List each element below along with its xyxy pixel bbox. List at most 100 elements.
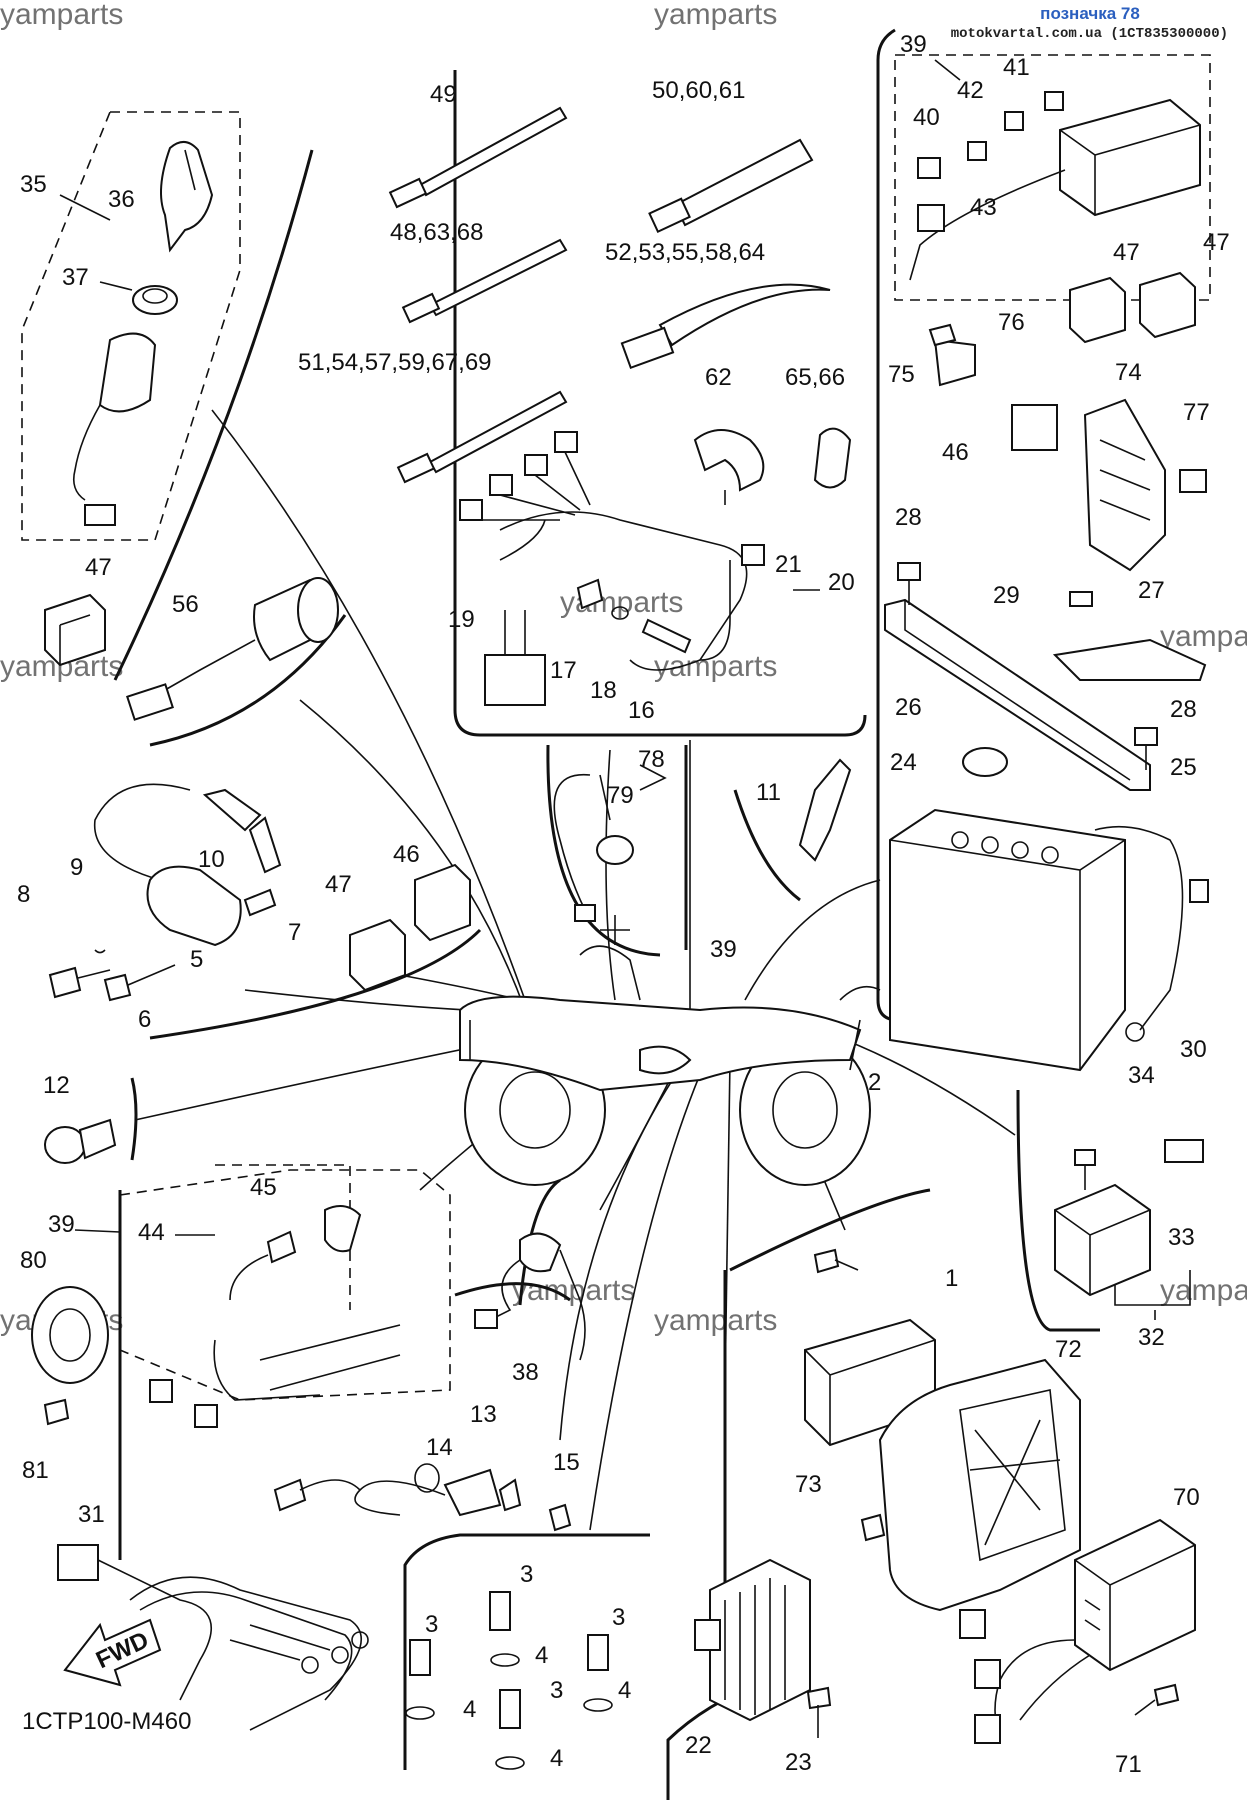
relay-left — [44, 593, 106, 667]
callout-label: 20 — [828, 569, 855, 596]
callout-label: 39 — [48, 1211, 75, 1238]
harness-box-group — [894, 54, 1211, 301]
callout-label: 41 — [1003, 54, 1030, 81]
callout-label: 4 — [618, 1677, 631, 1704]
callout-label: 38 — [512, 1359, 539, 1386]
callout-label: 47 — [325, 871, 352, 898]
callout-label: 81 — [22, 1457, 49, 1484]
callout-label: 10 — [198, 846, 225, 873]
callout-label: 19 — [448, 606, 475, 633]
ignition-switch-group — [21, 111, 241, 541]
callout-label: 77 — [1183, 399, 1210, 426]
rectifier-22 — [694, 1558, 832, 1738]
callout-label: 34 — [1128, 1062, 1155, 1089]
callout-label: 27 — [1138, 577, 1165, 604]
callout-numbers: 1 2 3 3 3 3 3 4 4 4 4 5 6 7 8 9 10 11 12… — [17, 31, 1230, 1778]
callout-label: 51,54,57,59,67,69 — [298, 349, 492, 376]
watermark: yamparts — [0, 0, 123, 31]
callout-label: 52,53,55,58,64 — [605, 239, 765, 266]
callout-label: 36 — [108, 186, 135, 213]
callout-label: 15 — [553, 1449, 580, 1476]
callout-label: 25 — [1170, 754, 1197, 781]
callout-label: 18 — [590, 677, 617, 704]
callout-label: 26 — [895, 694, 922, 721]
relays-right — [1069, 271, 1196, 344]
callout-label: 9 — [70, 854, 83, 881]
callout-label: 78 — [638, 746, 665, 773]
callout-label: 17 — [550, 657, 577, 684]
callout-label: 39 — [900, 31, 927, 58]
bolts-3-4 — [405, 1591, 613, 1770]
callout-label: 45 — [250, 1174, 277, 1201]
sensor-13 — [354, 1463, 572, 1532]
horn-80 — [31, 1286, 109, 1426]
callout-label: 76 — [998, 309, 1025, 336]
callout-label: 56 — [172, 591, 199, 618]
callout-label: 74 — [1115, 359, 1142, 386]
ecu-group — [804, 1248, 1081, 1612]
diagram-code: 1CTP100-M460 — [22, 1708, 192, 1735]
watermark: yamparts — [654, 650, 777, 683]
callout-label: 4 — [535, 1642, 548, 1669]
callout-label: 24 — [890, 749, 917, 776]
sub-harness-group — [119, 1164, 451, 1428]
callout-label: 47 — [85, 554, 112, 581]
callout-label: 32 — [1138, 1324, 1165, 1351]
callout-label: 39 — [710, 936, 737, 963]
fwd-arrow: FWD — [63, 1618, 162, 1687]
callout-label: 5 — [190, 946, 203, 973]
callout-label: 49 — [430, 81, 457, 108]
callout-label: 47 — [1113, 239, 1140, 266]
battery-group — [884, 562, 1209, 1072]
callout-label: 12 — [43, 1072, 70, 1099]
callout-label: 42 — [957, 77, 984, 104]
relays-middle — [349, 863, 471, 992]
callout-leaders — [59, 59, 1156, 1320]
callout-label: 3 — [612, 1604, 625, 1631]
callout-label: 23 — [785, 1749, 812, 1776]
callout-label: 46 — [942, 439, 969, 466]
callout-label: 28 — [1170, 696, 1197, 723]
callout-label: 22 — [685, 1732, 712, 1759]
callout-label: 73 — [795, 1471, 822, 1498]
callout-label: 43 — [970, 194, 997, 221]
callout-label: 31 — [78, 1501, 105, 1528]
watermark: yamparts — [654, 0, 777, 31]
callout-label: 6 — [138, 1006, 151, 1033]
callout-label: 2 — [868, 1069, 881, 1096]
header-site: motokvartal.com.ua (1CT835300000) — [950, 26, 1228, 42]
callout-label: 1 — [945, 1265, 958, 1292]
callout-label: 44 — [138, 1219, 165, 1246]
callout-label: 29 — [993, 582, 1020, 609]
callout-label: 75 — [888, 361, 915, 388]
callout-label: 33 — [1168, 1224, 1195, 1251]
callout-label: 11 — [756, 779, 781, 806]
regulator-70 — [959, 1518, 1196, 1744]
callout-label: 46 — [393, 841, 420, 868]
callout-label: 8 — [17, 881, 30, 908]
callout-label: 3 — [520, 1561, 533, 1588]
watermark: yamparts — [654, 1304, 777, 1337]
spark-plug-11 — [798, 758, 852, 862]
callout-label: 3 — [550, 1677, 563, 1704]
callout-label: 40 — [913, 104, 940, 131]
callout-label: 30 — [1180, 1036, 1207, 1063]
ignition-coil-group — [48, 783, 282, 1002]
ecu-bracket-group — [928, 323, 1207, 572]
callout-label: 28 — [895, 504, 922, 531]
callout-label: 21 — [775, 551, 802, 578]
callout-label: 71 — [1115, 1751, 1142, 1778]
socket-56 — [126, 577, 339, 721]
watermark: yamparts — [1160, 1274, 1247, 1307]
callout-label: 72 — [1055, 1336, 1082, 1363]
sensor-78 — [553, 773, 634, 922]
watermark: yamparts — [512, 1274, 635, 1307]
watermark: yamparts — [1160, 620, 1247, 653]
callout-label: 35 — [20, 171, 47, 198]
sensor-12 — [44, 1118, 117, 1164]
header-label: позначка 78 — [1040, 4, 1140, 23]
callout-label: 7 — [288, 919, 301, 946]
callout-label: 47 — [1203, 229, 1230, 256]
callout-label: 14 — [426, 1434, 453, 1461]
